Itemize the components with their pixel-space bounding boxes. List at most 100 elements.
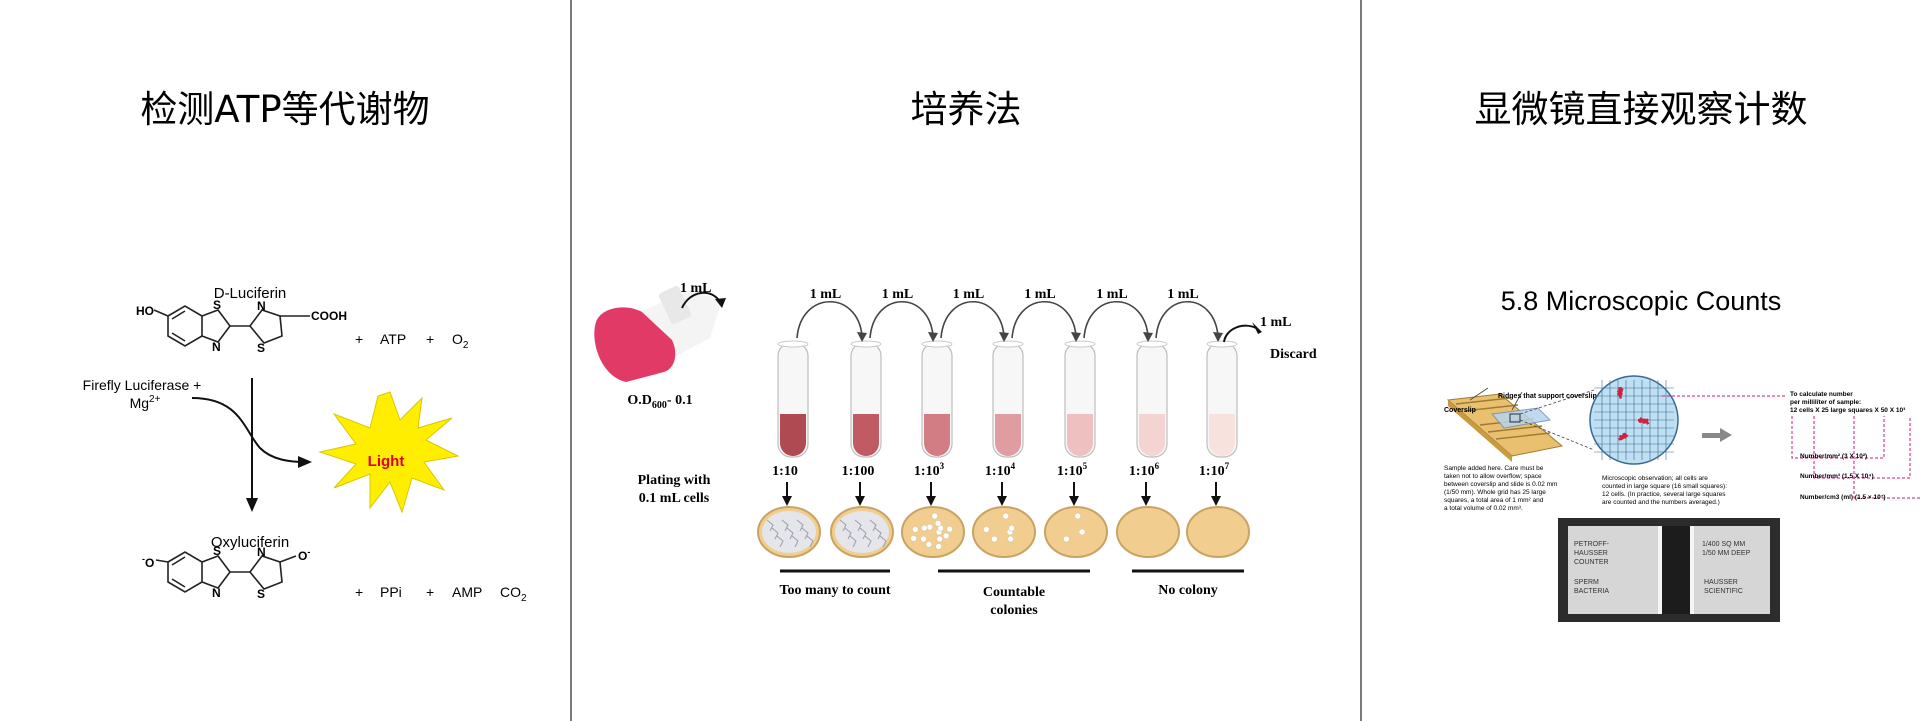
colony xyxy=(1007,535,1014,543)
lawn-texture xyxy=(854,519,862,532)
transfer-volume-label: 1 mL xyxy=(680,281,712,296)
tube-liquid xyxy=(1139,414,1165,456)
lawn-texture xyxy=(781,519,789,532)
colony xyxy=(1063,535,1070,543)
transfer-volume-label: 1 mL xyxy=(1167,287,1199,302)
dilution-label: 1:103 xyxy=(914,461,945,479)
dilution-label: 1:107 xyxy=(1199,461,1230,479)
transfer-volume-label: 1 mL xyxy=(1096,287,1128,302)
n-atom: N xyxy=(257,299,266,313)
calculation-note: To calculate number per milliliter of sa… xyxy=(1790,391,1906,414)
countable-label-line2: colonies xyxy=(990,603,1038,618)
agar-plate xyxy=(1186,506,1250,558)
tube-liquid xyxy=(995,414,1021,456)
svg-text:counted in large square (16 sm: counted in large square (16 small square… xyxy=(1602,483,1727,490)
petroff-hausser-slide-photo: PETROFF- HAUSSER COUNTER SPERM BACTERIA … xyxy=(1558,518,1780,622)
svg-text:HAUSSER: HAUSSER xyxy=(1574,550,1608,557)
countable-label: Countable xyxy=(983,585,1045,600)
lawn-texture xyxy=(849,535,857,548)
transfer-volume-label: 1 mL xyxy=(953,287,985,302)
plating-arrowhead xyxy=(855,496,865,506)
s-atom: S xyxy=(257,341,265,355)
microscope-panel-title: 显微镜直接观察计数 xyxy=(1474,88,1808,131)
tube-liquid xyxy=(1067,414,1093,456)
svg-text:HAUSSER: HAUSSER xyxy=(1704,579,1738,586)
tube-liquid xyxy=(924,414,950,456)
transfer-volume-label: 1 mL xyxy=(810,287,842,302)
light-burst-icon xyxy=(318,391,460,514)
number-mm2-label: Number/mm² (3 X 10²) xyxy=(1800,453,1867,460)
discard-arrow xyxy=(1223,324,1257,343)
lawn-texture xyxy=(786,527,794,540)
tube-rim xyxy=(921,340,953,348)
o-minus-label: -O xyxy=(142,554,154,570)
discard-label: Discard xyxy=(1270,347,1317,362)
dilution-label: 1:105 xyxy=(1057,461,1088,479)
counting-slide-illustration xyxy=(1446,387,1595,462)
bacterial-cell xyxy=(1618,387,1624,392)
dilution-label: 1:106 xyxy=(1129,461,1160,479)
result-arrowhead xyxy=(1720,428,1732,442)
bacterial-cell xyxy=(1618,436,1624,441)
transfer-arc xyxy=(940,301,1005,339)
colony xyxy=(982,526,990,533)
culture-flask-icon xyxy=(594,285,722,382)
ridges-label: Ridges that support coverslip xyxy=(1498,393,1597,400)
svg-text:COUNTER: COUNTER xyxy=(1574,559,1609,566)
tube-rim xyxy=(777,340,809,348)
d-luciferin-structure xyxy=(153,305,310,347)
svg-text:squares, a total area of 1 mm²: squares, a total area of 1 mm² and xyxy=(1444,497,1544,504)
svg-text:BACTERIA: BACTERIA xyxy=(1574,588,1609,595)
colony xyxy=(942,532,950,540)
atp-panel: 检测ATP等代谢物 D-Luciferin HO S N N S COOH + … xyxy=(0,0,570,721)
micro-note: Microscopic observation; all cells are c… xyxy=(1602,475,1727,506)
o2-label: O2 xyxy=(452,331,469,351)
number-ml-label: Number/cm3 (ml) (1.5 × 10⁷) xyxy=(1800,494,1886,501)
tube-liquid xyxy=(1209,414,1235,456)
agar-plate xyxy=(901,506,965,558)
transfer-arc-arrowhead xyxy=(999,332,1009,342)
s-atom: S xyxy=(213,298,221,312)
colony xyxy=(1008,524,1015,532)
lawn-texture xyxy=(839,519,847,532)
colony xyxy=(1074,512,1082,520)
transfer-arc xyxy=(1083,301,1149,339)
plating-label: Plating with xyxy=(638,473,711,488)
culture-panel-title: 培养法 xyxy=(910,88,1022,131)
plus-sign: + xyxy=(426,331,434,347)
panel-divider xyxy=(570,0,572,721)
panel-divider xyxy=(1360,0,1362,721)
sample-note: Sample added here. Care must be taken no… xyxy=(1444,465,1557,512)
plates-layer xyxy=(757,506,1250,558)
amp-label: AMP xyxy=(452,584,482,600)
svg-text:1/50 MM DEEP: 1/50 MM DEEP xyxy=(1702,550,1751,557)
n-atom: N xyxy=(212,586,221,600)
svg-text:a total volume of 0.02 mm³.: a total volume of 0.02 mm³. xyxy=(1444,505,1523,512)
colony xyxy=(946,525,953,533)
svg-text:per milliliter of sample:: per milliliter of sample: xyxy=(1790,399,1861,406)
plating-arrowhead xyxy=(782,496,792,506)
tube-rim xyxy=(850,340,882,348)
lawn-texture xyxy=(859,527,867,540)
down-arrowhead xyxy=(246,498,258,512)
svg-text:(1/50 mm). Whole grid has 25 l: (1/50 mm). Whole grid has 25 large xyxy=(1444,489,1546,496)
lawn-growth xyxy=(762,511,816,553)
svg-text:SPERM: SPERM xyxy=(1574,579,1599,586)
colony xyxy=(931,512,939,520)
dilution-label: 1:100 xyxy=(842,464,875,479)
plating-volume-label: 0.1 mL cells xyxy=(639,491,710,506)
coverslip-label: Coverslip xyxy=(1444,407,1476,414)
d-luciferin-label: D-Luciferin xyxy=(214,285,287,302)
transfer-arc xyxy=(1011,301,1077,339)
svg-text:To calculate number: To calculate number xyxy=(1790,391,1853,398)
colony xyxy=(920,535,927,543)
svg-text:Sample added here. Care must b: Sample added here. Care must be xyxy=(1444,465,1544,472)
dilution-label: 1:104 xyxy=(985,461,1016,479)
ho-label: HO xyxy=(136,304,154,318)
atp-label: ATP xyxy=(380,331,406,347)
colony xyxy=(921,524,928,532)
svg-text:are counted and the numbers av: are counted and the numbers averaged.) xyxy=(1602,499,1720,506)
transfer-volume-label: 1 mL xyxy=(1024,287,1056,302)
plating-arrowhead xyxy=(997,496,1007,506)
